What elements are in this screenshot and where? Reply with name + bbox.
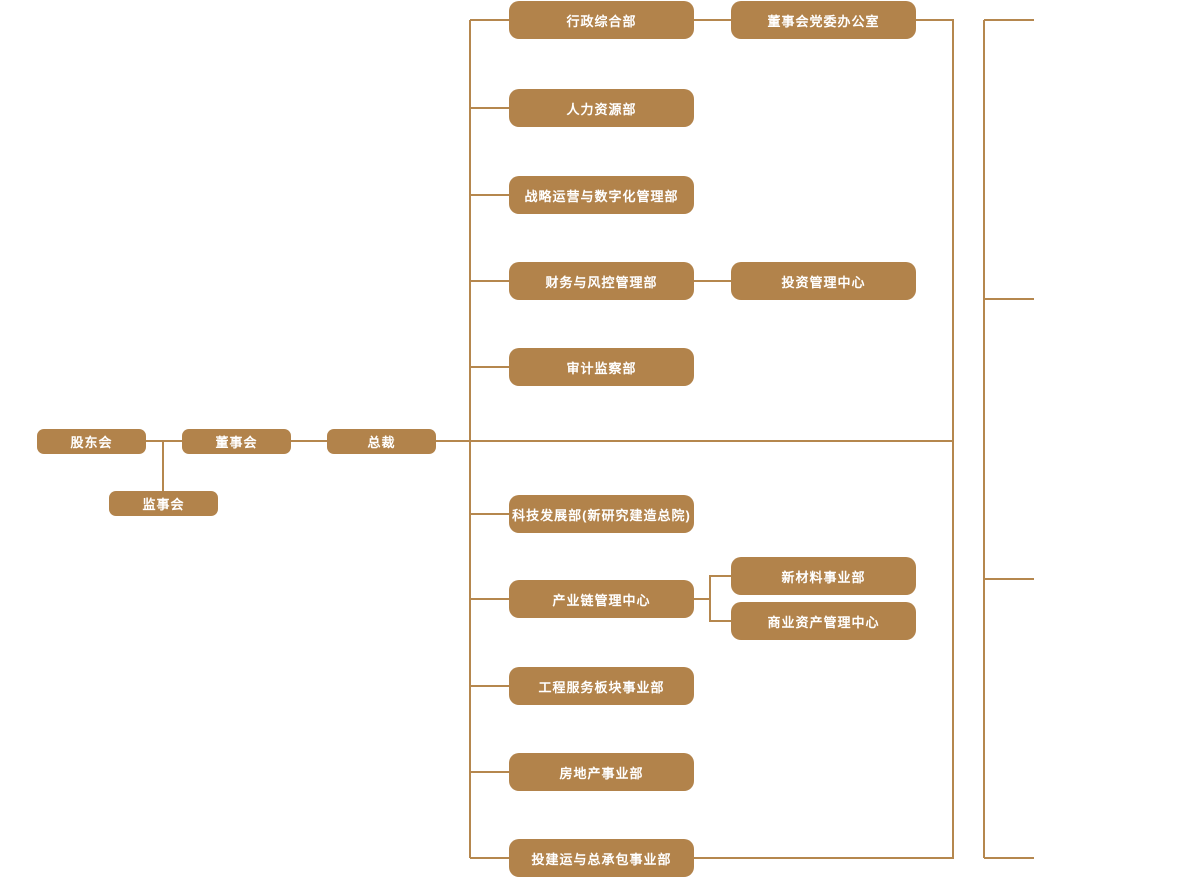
connector-line xyxy=(470,685,509,687)
connector-line xyxy=(916,19,954,21)
connector-line xyxy=(470,280,509,282)
node-board-of-directors: 董事会 xyxy=(182,429,291,454)
node-engineering-services-div: 工程服务板块事业部 xyxy=(509,667,694,705)
connector-line xyxy=(470,107,509,109)
node-shareholders-meeting: 股东会 xyxy=(37,429,146,454)
node-hr-dept: 人力资源部 xyxy=(509,89,694,127)
connector-line xyxy=(984,19,1034,21)
connector-line xyxy=(162,441,164,491)
node-commercial-assets-center: 商业资产管理中心 xyxy=(731,602,916,640)
connector-line xyxy=(984,578,1034,580)
node-strategy-digital-dept: 战略运营与数字化管理部 xyxy=(509,176,694,214)
connector-line xyxy=(470,598,509,600)
connector-line xyxy=(983,20,985,858)
node-real-estate-div: 房地产事业部 xyxy=(509,753,694,791)
node-president: 总裁 xyxy=(327,429,436,454)
node-party-committee-office: 董事会党委办公室 xyxy=(731,1,916,39)
connector-line xyxy=(694,598,711,600)
node-audit-dept: 审计监察部 xyxy=(509,348,694,386)
node-admin-dept: 行政综合部 xyxy=(509,1,694,39)
connector-line xyxy=(984,298,1034,300)
connector-line xyxy=(984,857,1034,859)
connector-line xyxy=(710,620,731,622)
connector-line xyxy=(694,280,731,282)
connector-line xyxy=(470,366,509,368)
connector-line xyxy=(469,20,471,858)
node-investment-center: 投资管理中心 xyxy=(731,262,916,300)
node-finance-risk-dept: 财务与风控管理部 xyxy=(509,262,694,300)
connector-line xyxy=(709,575,711,622)
connector-line xyxy=(694,19,731,21)
connector-line xyxy=(436,440,953,442)
node-tech-development-dept: 科技发展部(新研究建造总院) xyxy=(509,495,694,533)
connector-line xyxy=(146,440,182,442)
connector-line xyxy=(952,20,954,858)
connector-line xyxy=(470,194,509,196)
node-industry-chain-center: 产业链管理中心 xyxy=(509,580,694,618)
node-new-materials-div: 新材料事业部 xyxy=(731,557,916,595)
connector-line xyxy=(470,19,509,21)
connector-line xyxy=(710,575,731,577)
connector-line xyxy=(470,857,509,859)
node-supervisory-board: 监事会 xyxy=(109,491,218,516)
connector-line xyxy=(694,857,954,859)
node-epc-div: 投建运与总承包事业部 xyxy=(509,839,694,877)
connector-line xyxy=(470,771,509,773)
connector-line xyxy=(470,513,509,515)
connector-line xyxy=(291,440,327,442)
